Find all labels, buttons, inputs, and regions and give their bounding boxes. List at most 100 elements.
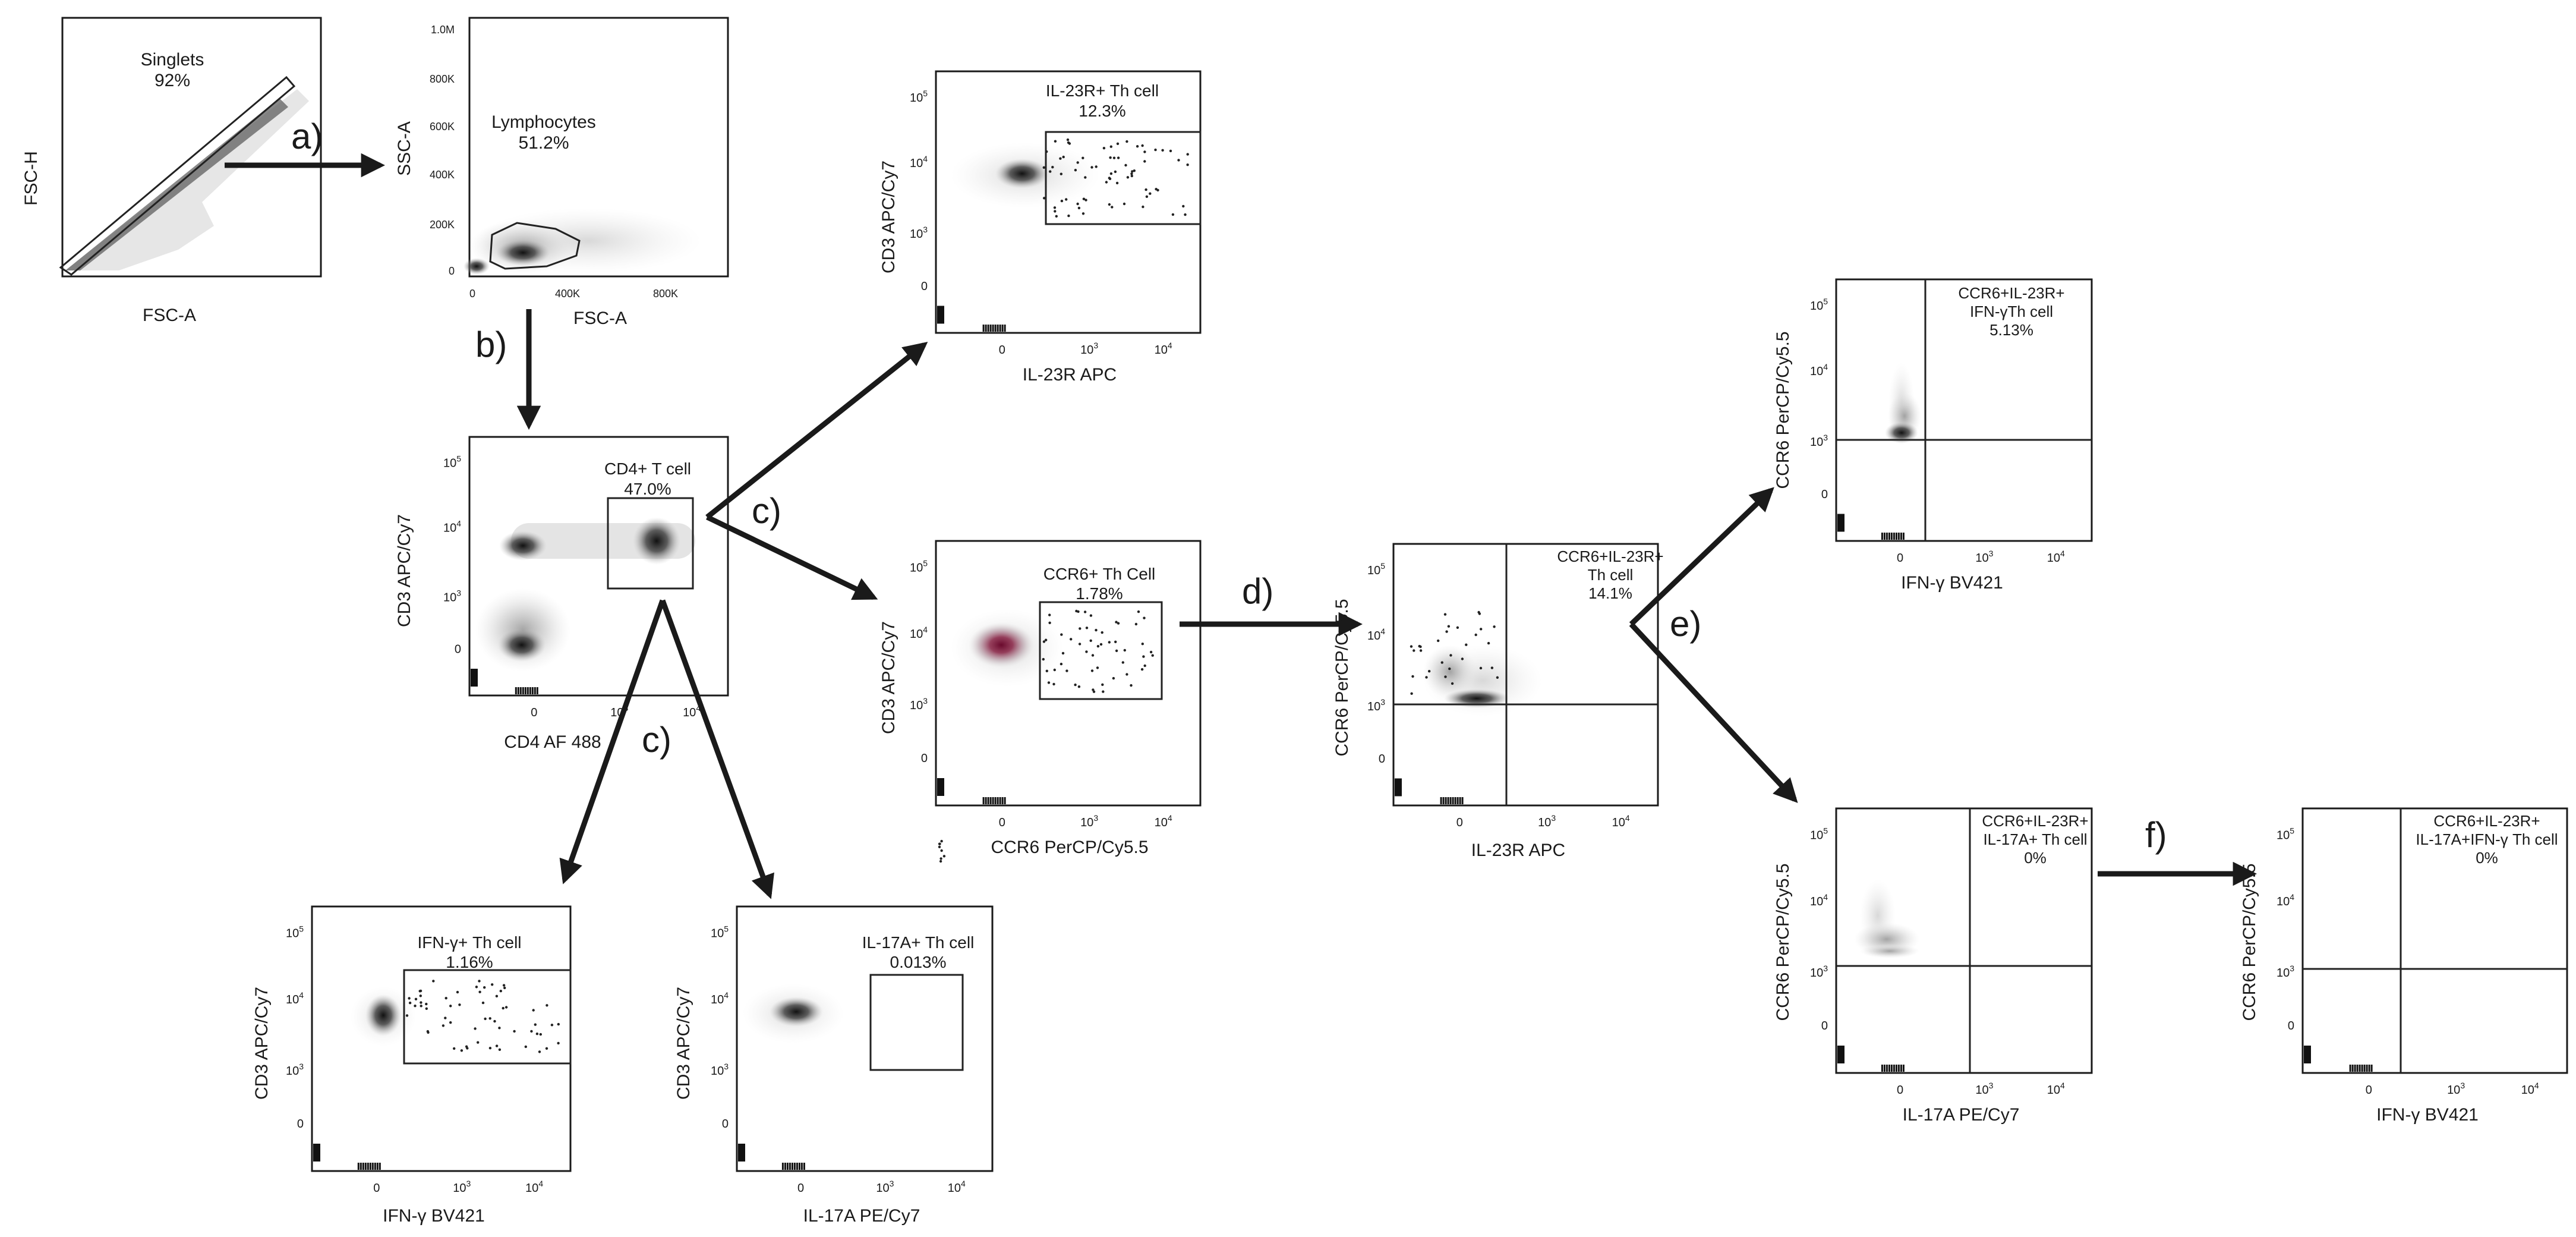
ccr6-gate xyxy=(1039,601,1163,700)
event-dot xyxy=(1112,676,1115,680)
event-dot xyxy=(456,990,459,994)
event-dot xyxy=(477,1041,480,1044)
il17a-gate-name: IL-17A+ Th cell xyxy=(862,933,975,952)
lymph-gate-name: Lymphocytes xyxy=(491,112,596,132)
x-tick-label: 103 xyxy=(876,1179,894,1195)
event-dot xyxy=(545,1047,548,1050)
event-dot xyxy=(1136,145,1139,148)
event-dot xyxy=(478,990,481,994)
event-dot xyxy=(1177,159,1180,162)
event-dot xyxy=(1456,626,1459,629)
y-tick-label: 104 xyxy=(1810,892,1828,908)
event-dot xyxy=(1052,682,1055,686)
x-tick-label: 800K xyxy=(653,288,678,300)
y-tick-label: 600K xyxy=(430,121,455,133)
event-dot xyxy=(498,1027,501,1030)
event-dot xyxy=(1042,657,1045,661)
y-tick-label: 0 xyxy=(297,1118,304,1131)
y-tick-label: 200K xyxy=(430,219,455,231)
x-tick-label: 104 xyxy=(948,1179,966,1195)
triple-y-label: CCR6 PerCP/Cy5.5 xyxy=(2240,863,2259,1021)
event-dot xyxy=(938,842,941,845)
y-tick-label: 105 xyxy=(1810,826,1828,842)
lymph-y-label: SSC-A xyxy=(395,121,414,176)
y-tick-label: 105 xyxy=(910,89,928,105)
event-dot xyxy=(478,980,481,983)
y-tick-label: 400K xyxy=(430,169,455,181)
plot-ifng: IFN-γ+ Th cell 1.16% CD3 APC/Cy7 IFN-γ B… xyxy=(252,905,572,1226)
event-dot xyxy=(1142,205,1144,209)
event-dot xyxy=(1171,213,1175,216)
event-dot xyxy=(495,994,499,998)
event-dot xyxy=(1130,172,1133,175)
event-dot xyxy=(942,855,946,858)
event-dot xyxy=(1082,212,1085,215)
event-dot xyxy=(408,1002,412,1005)
ifng-gate xyxy=(403,969,572,1065)
plot-il23r: IL-23R+ Th cell 12.3% CD3 APC/Cy7 IL-23R… xyxy=(879,70,1202,385)
event-dot xyxy=(1444,675,1447,678)
event-dot xyxy=(449,1021,452,1024)
y-tick-label: 103 xyxy=(910,696,928,712)
event-dot xyxy=(1091,654,1095,657)
event-dot xyxy=(499,990,502,993)
x-tick-label: 103 xyxy=(453,1179,471,1195)
x-tick-label: 104 xyxy=(1155,341,1172,357)
event-dot xyxy=(1143,664,1146,668)
event-dot xyxy=(432,980,435,983)
event-dot xyxy=(1084,199,1087,202)
event-dot xyxy=(1108,641,1111,644)
x-tick-label: 0 xyxy=(373,1182,380,1195)
event-dot xyxy=(475,986,478,989)
x-tick-label: 0 xyxy=(531,706,537,719)
density-core xyxy=(995,159,1049,188)
y-tick-label: 104 xyxy=(910,154,928,170)
event-dot xyxy=(418,990,421,993)
density-core xyxy=(464,258,490,275)
event-dot xyxy=(425,1002,428,1006)
event-dot xyxy=(1084,176,1087,179)
y-tick-label: 105 xyxy=(286,924,304,940)
event-dot xyxy=(1105,181,1108,184)
lymph-x-ticks: 0 400K 800K xyxy=(469,288,678,300)
event-dot xyxy=(1145,195,1149,198)
ccr6ifng-y-label: CCR6 PerCP/Cy5.5 xyxy=(1773,331,1793,489)
y-tick-label: 105 xyxy=(1810,297,1828,313)
ccr6ifng-gate-line1: CCR6+IL-23R+ xyxy=(1958,284,2064,302)
il17a-y-label: CD3 APC/Cy7 xyxy=(674,987,693,1100)
cd4-gate-pct: 47.0% xyxy=(624,480,671,498)
event-dot xyxy=(546,1004,548,1007)
lymph-gate-pct: 51.2% xyxy=(518,133,569,153)
event-dot xyxy=(1085,627,1089,629)
y-tick-label: 104 xyxy=(443,518,461,534)
x-tick-label: 103 xyxy=(2447,1081,2465,1097)
event-dot xyxy=(1151,654,1154,657)
event-dot xyxy=(1077,206,1081,210)
ccr6il17a-gate-line2: IL-17A+ Th cell xyxy=(1983,830,2087,848)
arrow-c-down-right xyxy=(660,599,774,899)
event-dot xyxy=(1490,666,1494,669)
event-dot xyxy=(1048,613,1051,616)
event-dot xyxy=(535,1033,539,1035)
event-dot xyxy=(1061,651,1065,655)
event-dot xyxy=(420,1005,422,1008)
ccr6il17a-y-label: CCR6 PerCP/Cy5.5 xyxy=(1773,863,1793,1021)
y-tick-label: 105 xyxy=(711,924,729,940)
event-dot xyxy=(1102,690,1105,693)
event-dot xyxy=(1186,153,1189,156)
event-dot xyxy=(1065,669,1068,672)
event-dot xyxy=(1092,690,1096,693)
lymphocytes-gate xyxy=(489,222,581,270)
event-dot xyxy=(1048,621,1051,625)
x-tick-label: 0 xyxy=(999,816,1005,829)
event-dot xyxy=(534,1023,537,1026)
event-dot xyxy=(498,1048,502,1052)
ccr6ifng-gate-pct: 5.13% xyxy=(1989,321,2033,339)
event-dot xyxy=(1095,165,1098,168)
x-tick-label: 400K xyxy=(555,288,580,300)
event-dot xyxy=(1445,630,1448,633)
singlets-gate-pct: 92% xyxy=(155,71,190,90)
density-core xyxy=(365,994,401,1036)
event-dot xyxy=(1059,157,1062,160)
